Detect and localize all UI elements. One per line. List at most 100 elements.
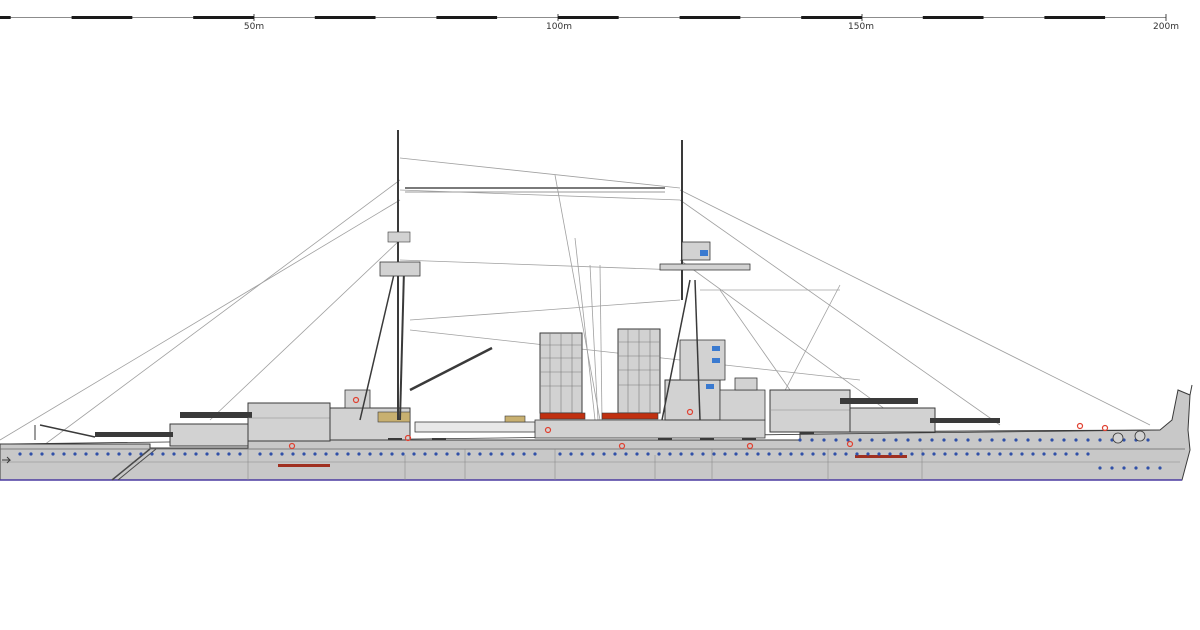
porthole xyxy=(1074,438,1078,442)
porthole xyxy=(734,452,738,456)
porthole xyxy=(95,452,99,456)
porthole xyxy=(205,452,209,456)
porthole xyxy=(533,452,537,456)
scale-bar: 50m 100m 150m 200m xyxy=(0,14,1179,32)
porthole xyxy=(882,438,886,442)
porthole xyxy=(84,452,88,456)
porthole xyxy=(811,452,815,456)
porthole xyxy=(324,452,328,456)
porthole xyxy=(117,452,121,456)
porthole xyxy=(1122,466,1126,470)
porthole xyxy=(51,452,55,456)
porthole xyxy=(966,438,970,442)
porthole xyxy=(690,452,694,456)
porthole xyxy=(846,438,850,442)
mainmast xyxy=(359,130,665,421)
porthole xyxy=(894,438,898,442)
porthole xyxy=(712,452,716,456)
porthole xyxy=(139,452,143,456)
porthole xyxy=(216,452,220,456)
porthole xyxy=(756,452,760,456)
porthole xyxy=(1026,438,1030,442)
porthole xyxy=(943,452,947,456)
portholes xyxy=(18,438,1162,470)
porthole xyxy=(401,452,405,456)
porthole xyxy=(1014,438,1018,442)
porthole xyxy=(1146,466,1150,470)
porthole xyxy=(932,452,936,456)
porthole xyxy=(888,452,892,456)
lifebuoy xyxy=(288,442,296,450)
porthole xyxy=(745,452,749,456)
porthole xyxy=(29,452,33,456)
porthole xyxy=(798,438,802,442)
scale-label-100m: 100m xyxy=(546,22,572,32)
porthole xyxy=(269,452,273,456)
porthole xyxy=(106,452,110,456)
porthole xyxy=(558,452,562,456)
porthole xyxy=(128,452,132,456)
porthole xyxy=(1098,466,1102,470)
porthole xyxy=(1042,452,1046,456)
porthole xyxy=(238,452,242,456)
porthole xyxy=(467,452,471,456)
forward-turret-b xyxy=(849,407,1000,433)
porthole xyxy=(1086,452,1090,456)
porthole xyxy=(580,452,584,456)
porthole xyxy=(978,438,982,442)
porthole xyxy=(1038,438,1042,442)
porthole xyxy=(280,452,284,456)
porthole xyxy=(1075,452,1079,456)
aft-turret-b xyxy=(95,423,249,447)
aft-superstructure xyxy=(329,389,536,441)
porthole xyxy=(635,452,639,456)
porthole xyxy=(613,452,617,456)
scale-label-50m: 50m xyxy=(244,22,264,32)
porthole xyxy=(1020,452,1024,456)
porthole xyxy=(456,452,460,456)
porthole xyxy=(183,452,187,456)
lifebuoy xyxy=(746,442,754,450)
porthole xyxy=(833,452,837,456)
bridge-superstructure xyxy=(664,339,766,421)
porthole xyxy=(855,452,859,456)
lifebuoy xyxy=(404,434,412,442)
scale-bar-segments xyxy=(0,16,1166,19)
porthole xyxy=(346,452,350,456)
aft-turret-a xyxy=(180,402,331,442)
porthole xyxy=(976,452,980,456)
forward-funnel xyxy=(601,328,661,420)
forward-turret-a xyxy=(769,389,918,433)
porthole xyxy=(930,438,934,442)
porthole xyxy=(602,452,606,456)
porthole xyxy=(965,452,969,456)
porthole xyxy=(701,452,705,456)
porthole xyxy=(335,452,339,456)
lifebuoy xyxy=(1101,424,1109,432)
porthole xyxy=(569,452,573,456)
porthole xyxy=(844,452,848,456)
porthole xyxy=(646,452,650,456)
porthole xyxy=(73,452,77,456)
porthole xyxy=(258,452,262,456)
porthole xyxy=(910,452,914,456)
porthole xyxy=(313,452,317,456)
porthole xyxy=(789,452,793,456)
porthole xyxy=(357,452,361,456)
lifebuoy xyxy=(1076,422,1084,430)
porthole xyxy=(1134,466,1138,470)
porthole xyxy=(172,452,176,456)
porthole xyxy=(834,438,838,442)
porthole xyxy=(500,452,504,456)
porthole xyxy=(877,452,881,456)
porthole xyxy=(18,452,22,456)
porthole xyxy=(1009,452,1013,456)
lifebuoy xyxy=(686,408,694,416)
porthole xyxy=(390,452,394,456)
porthole xyxy=(987,452,991,456)
midship-deckhouse xyxy=(534,419,766,439)
porthole xyxy=(1086,438,1090,442)
porthole xyxy=(591,452,595,456)
porthole xyxy=(1146,438,1150,442)
